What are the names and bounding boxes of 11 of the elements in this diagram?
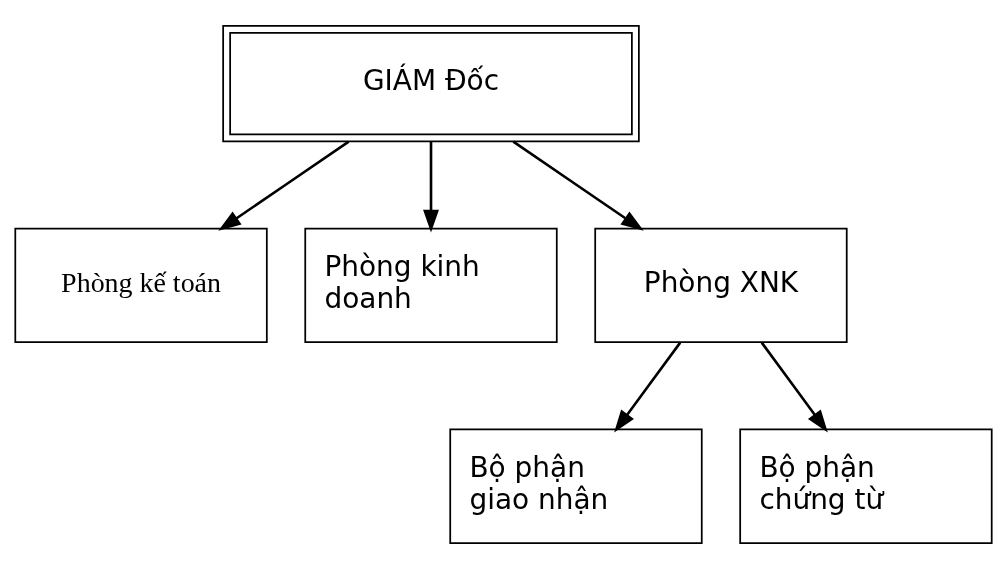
node-box: Phòng kinh doanh [304, 227, 558, 343]
node-box: Phòng XNK [594, 227, 848, 343]
arrow [218, 140, 350, 231]
node-box: Bộ phận chứng từ [739, 428, 993, 544]
arrow [512, 140, 644, 231]
arrow [760, 341, 828, 433]
node-box: GIÁM Đốc [222, 24, 640, 142]
node-box: Bộ phận giao nhận [449, 428, 703, 544]
node-box: Phòng kế toán [14, 227, 268, 343]
arrow [423, 141, 439, 233]
arrow [614, 341, 682, 433]
